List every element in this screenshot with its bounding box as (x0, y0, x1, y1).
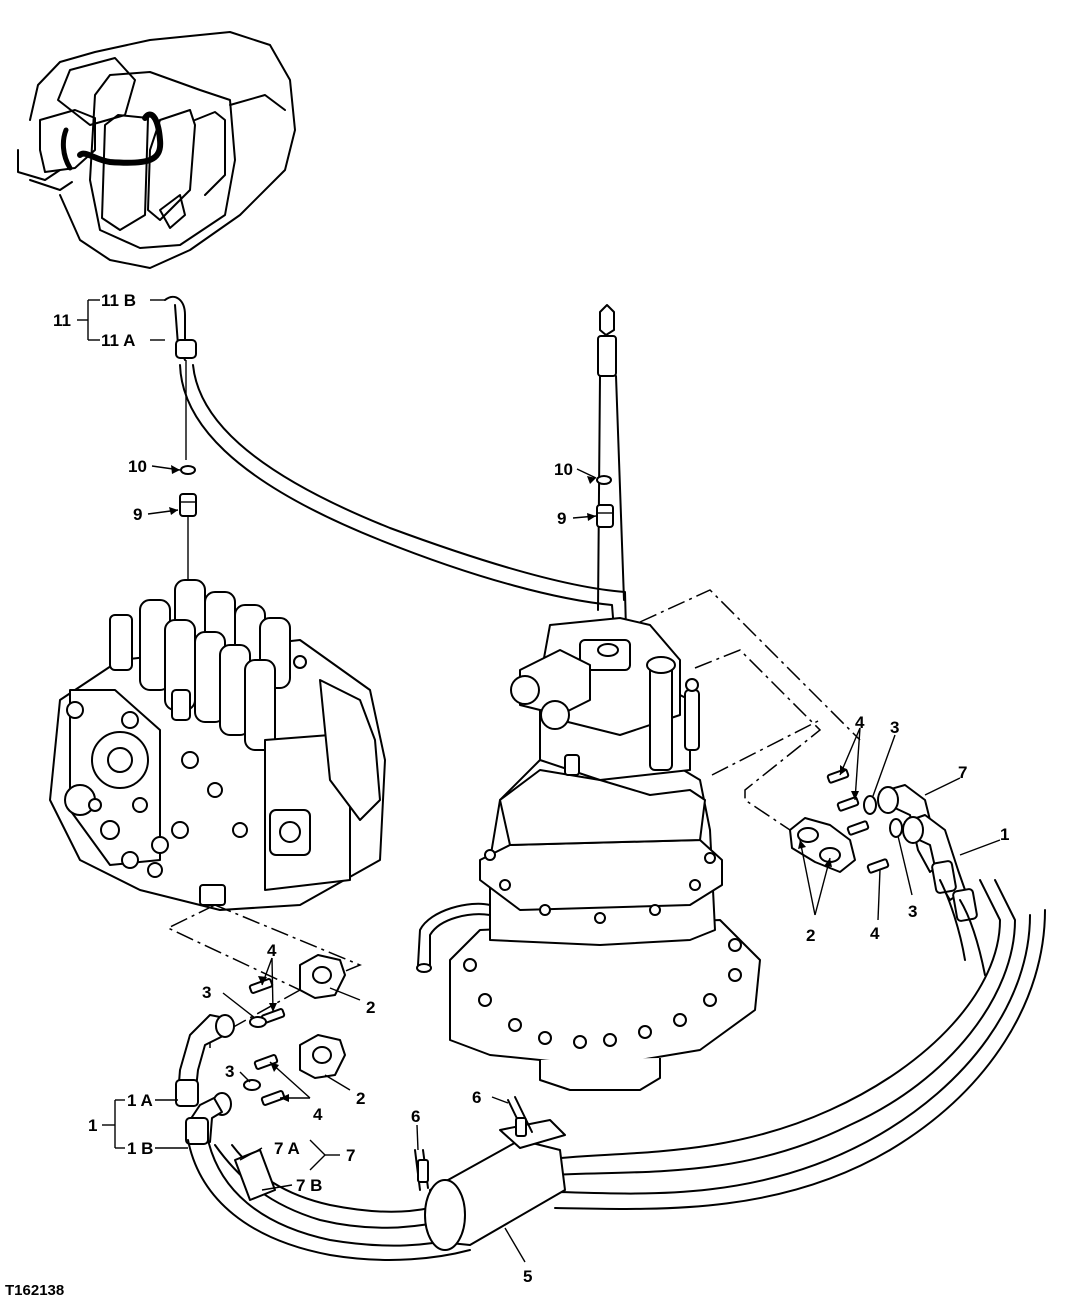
fitting-9-left (179, 493, 197, 580)
hose-1-left-fittings (175, 1014, 235, 1145)
capscrews-left (248, 978, 286, 1106)
fitting-9-right (596, 504, 614, 528)
figure-reference: T162138 (5, 1282, 64, 1299)
control-valve-assembly (49, 579, 386, 911)
reference-lines-right (639, 589, 861, 831)
callout-1-right: 1 (1000, 825, 1009, 844)
callout-11a: 11 A (101, 331, 135, 350)
leader-lines (77, 299, 1001, 1263)
hose-right-vertical (597, 304, 625, 611)
callout-7a: 7 A (274, 1139, 300, 1158)
callout-labels: 11 11 B 11 A 10 9 10 9 4 3 7 1 2 4 3 4 3… (5, 291, 1009, 1299)
bolt-6-right (507, 1096, 533, 1137)
callout-5: 5 (523, 1267, 532, 1286)
flange-right-2 (789, 817, 856, 873)
callout-3-left-bottom: 3 (225, 1062, 234, 1081)
hose-11-assembly (164, 295, 627, 631)
callout-4-right-bottom: 4 (870, 924, 880, 943)
excavator-locator-illustration (17, 31, 296, 269)
callout-2-right: 2 (806, 926, 815, 945)
orings-right (863, 795, 903, 838)
callout-1a: 1 A (127, 1091, 153, 1110)
hose-7-right-fittings (877, 784, 978, 922)
swing-motor-assembly (416, 617, 761, 1091)
callout-2-left-top: 2 (366, 998, 375, 1017)
callout-7b: 7 B (296, 1176, 322, 1195)
callout-7-left: 7 (346, 1146, 355, 1165)
callout-1b: 1 B (127, 1139, 153, 1158)
callout-10-right: 10 (554, 460, 573, 479)
flange-left-lower (299, 1034, 346, 1079)
fitting-10-right (596, 475, 612, 485)
orings-left (243, 1016, 267, 1091)
clamp-5 (424, 1119, 566, 1251)
callout-4-left-bottom: 4 (313, 1105, 323, 1124)
fitting-10-left (180, 465, 196, 475)
callout-10-left: 10 (128, 457, 147, 476)
callout-9-left: 9 (133, 505, 142, 524)
flange-left-upper (299, 954, 346, 999)
callout-4-left-top: 4 (267, 941, 277, 960)
callout-9-right: 9 (557, 509, 566, 528)
callout-2-left-bottom: 2 (356, 1089, 365, 1108)
callout-7-right: 7 (958, 763, 967, 782)
callout-3-left-top: 3 (202, 983, 211, 1002)
callout-11b: 11 B (101, 291, 136, 310)
bolt-6-left (414, 1149, 429, 1191)
callout-1-left: 1 (88, 1116, 97, 1135)
callout-3-right-bottom: 3 (908, 902, 917, 921)
callout-3-right-top: 3 (890, 718, 899, 737)
callout-11: 11 (53, 311, 71, 330)
callout-4-right-top: 4 (855, 713, 865, 732)
callout-6-left: 6 (411, 1107, 420, 1126)
callout-6-right: 6 (472, 1088, 481, 1107)
leader-arrowheads (169, 465, 859, 1102)
